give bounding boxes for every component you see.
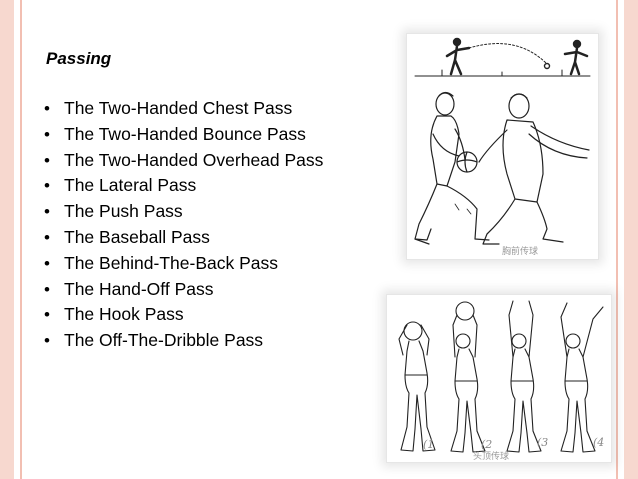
chest-pass-caption: 胸前传球 <box>501 247 538 257</box>
bullet-dot: • <box>44 305 50 325</box>
list-item: •The Push Pass <box>44 199 323 225</box>
sequence-label-3: (3 <box>537 436 549 449</box>
chest-pass-illustration: 胸前传球 <box>406 33 599 260</box>
list-item: •The Two-Handed Chest Pass <box>44 96 323 122</box>
bullet-dot: • <box>44 99 50 118</box>
right-border-decoration <box>624 0 638 479</box>
list-item: •The Off-The-Dribble Pass <box>44 328 323 354</box>
list-item: •The Two-Handed Bounce Pass <box>44 122 323 148</box>
bullet-dot: • <box>44 202 50 222</box>
overhead-pass-drawing <box>398 300 604 453</box>
left-border-line <box>20 0 22 479</box>
chest-pass-drawing <box>414 37 591 245</box>
slide-title: Passing <box>46 49 112 68</box>
right-border-line <box>616 0 618 479</box>
sequence-label-1: (1 <box>423 438 435 451</box>
list-item: •The Baseball Pass <box>44 225 323 251</box>
list-item: •The Hand-Off Pass <box>44 277 323 303</box>
bullet-dot: • <box>44 150 50 170</box>
bullet-dot: • <box>44 176 50 196</box>
list-item: •The Lateral Pass <box>44 173 323 199</box>
bullet-dot: • <box>44 227 50 247</box>
overhead-pass-caption: 头顶传球 <box>473 452 510 462</box>
list-item: •The Hook Pass <box>44 302 323 328</box>
pass-types-list: •The Two-Handed Chest Pass •The Two-Hand… <box>44 96 323 354</box>
list-item: •The Behind-The-Back Pass <box>44 251 323 277</box>
bullet-dot: • <box>44 124 50 144</box>
bullet-dot: • <box>44 279 50 299</box>
bullet-dot: • <box>44 331 50 351</box>
overhead-pass-illustration: (1 (2 (3 (4 头顶传球 <box>386 294 612 463</box>
sequence-label-4: (4 <box>593 436 605 449</box>
list-item: •The Two-Handed Overhead Pass <box>44 148 323 174</box>
sequence-label-2: (2 <box>481 438 493 451</box>
left-border-decoration <box>0 0 14 479</box>
bullet-dot: • <box>44 253 50 273</box>
